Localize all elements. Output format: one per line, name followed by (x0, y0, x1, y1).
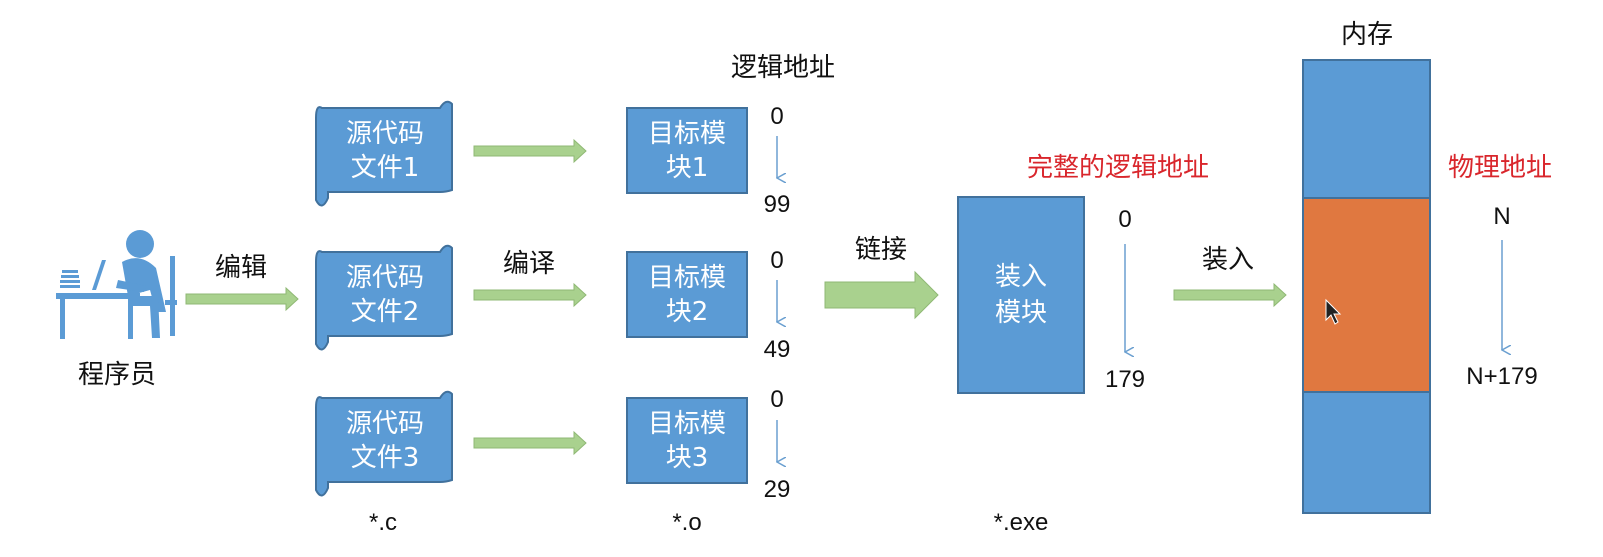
object-module-1-line1: 目标模 (648, 119, 726, 149)
programmer-icon (56, 230, 177, 339)
load-arrow (1173, 282, 1287, 308)
physical-address-heading: 物理地址 (1448, 153, 1552, 183)
compile-arrow-3 (473, 430, 587, 456)
full-logical-address-heading: 完整的逻辑地址 (1027, 153, 1209, 183)
object-module-1-line2: 块1 (666, 153, 709, 183)
source-file-1-line2: 文件1 (351, 153, 420, 183)
object-module-2-line2: 块2 (666, 297, 709, 327)
source-file-3-line2: 文件3 (351, 443, 420, 473)
object-module-3-end: 29 (764, 476, 791, 503)
source-file-2-line1: 源代码 (346, 263, 424, 293)
executable-extension: *.exe (994, 509, 1049, 536)
edit-arrow (185, 286, 299, 312)
memory-bottom-block (1302, 391, 1431, 514)
object-module-1-end: 99 (764, 191, 791, 218)
physical-range-start: N (1493, 203, 1510, 230)
memory-loaded-block (1302, 197, 1431, 393)
object-module-3: 目标模 块3 (626, 397, 748, 484)
load-module-line1: 装入 (995, 262, 1047, 292)
load-module: 装入 模块 (957, 196, 1085, 394)
source-file-3-line1: 源代码 (346, 409, 424, 439)
compile-step-label: 编译 (503, 249, 555, 279)
object-module-1-start: 0 (770, 103, 783, 130)
object-module-2-start: 0 (770, 247, 783, 274)
object-module-3-line2: 块3 (666, 443, 709, 473)
object-module-1: 目标模 块1 (626, 107, 748, 194)
load-step-label: 装入 (1202, 245, 1254, 275)
load-module-line2: 模块 (995, 298, 1047, 328)
source-file-1-line1: 源代码 (346, 119, 424, 149)
physical-range-end: N+179 (1466, 363, 1537, 390)
object-module-2-end: 49 (764, 336, 791, 363)
mouse-cursor-icon (1325, 298, 1342, 325)
link-step-label: 链接 (855, 235, 907, 265)
source-file-2: 源代码 文件2 (315, 244, 453, 351)
load-module-start: 0 (1118, 206, 1131, 233)
object-module-3-start: 0 (770, 386, 783, 413)
link-arrow (824, 270, 939, 320)
source-file-2-line2: 文件2 (351, 297, 420, 327)
object-extension: *.o (672, 509, 701, 536)
object-module-3-line1: 目标模 (648, 409, 726, 439)
compile-arrow-2 (473, 282, 587, 308)
compile-arrow-1 (473, 138, 587, 164)
memory-heading: 内存 (1341, 20, 1393, 50)
source-extension: *.c (369, 509, 397, 536)
load-module-end: 179 (1105, 366, 1145, 393)
source-file-3: 源代码 文件3 (315, 390, 453, 497)
object-module-2-line1: 目标模 (648, 263, 726, 293)
source-file-1: 源代码 文件1 (315, 100, 453, 207)
logical-address-heading: 逻辑地址 (731, 53, 835, 83)
object-module-2: 目标模 块2 (626, 251, 748, 338)
programmer-label: 程序员 (78, 360, 156, 390)
edit-step-label: 编辑 (215, 253, 267, 283)
memory-top-block (1302, 59, 1431, 199)
